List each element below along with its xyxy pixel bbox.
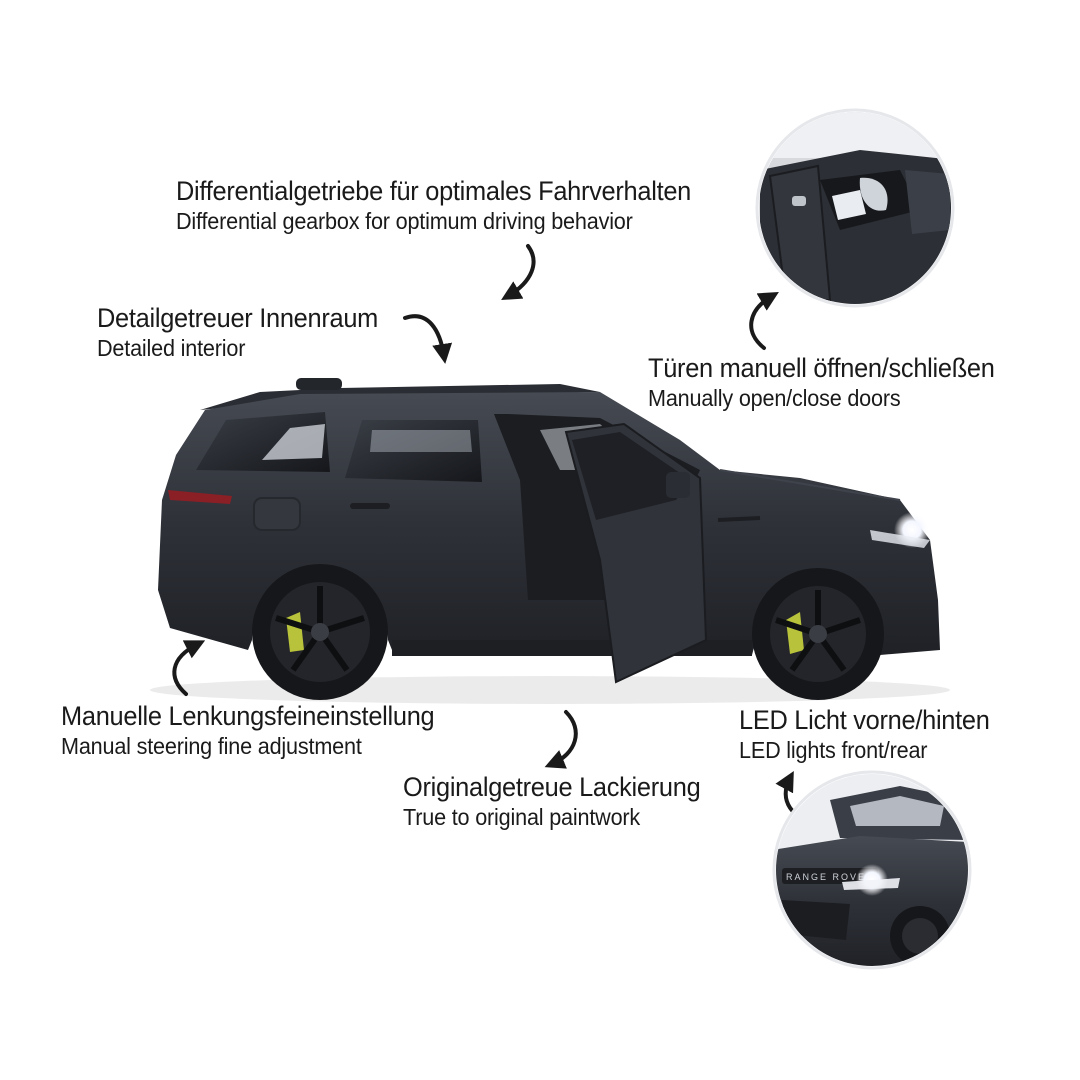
feature-differential: Differentialgetriebe für optimales Fahrv…	[176, 175, 724, 235]
feature-paint: Originalgetreue Lackierung True to origi…	[403, 771, 719, 831]
feature-interior-de: Detailgetreuer Innenraum	[97, 303, 379, 333]
feature-lights-en: LED lights front/rear	[739, 737, 928, 763]
arrow-differential-icon	[501, 244, 536, 301]
feature-steering-en: Manual steering fine adjustment	[61, 733, 362, 759]
inset-light-detail: RANGE ROVER	[772, 770, 972, 970]
feature-doors-en: Manually open/close doors	[648, 385, 901, 411]
feature-steering-de: Manuelle Lenkungsfeineinstellung	[61, 701, 435, 731]
front-wheel	[752, 568, 884, 700]
grille-lettering: RANGE ROVER	[786, 872, 875, 882]
arrow-doors-icon	[749, 291, 779, 350]
inset-door-detail	[755, 108, 955, 308]
feature-steering: Manuelle Lenkungsfeineinstellung Manual …	[61, 700, 458, 760]
feature-paint-de: Originalgetreue Lackierung	[403, 772, 701, 802]
feature-doors-de: Türen manuell öffnen/schließen	[648, 353, 995, 383]
feature-doors: Türen manuell öffnen/schließen Manually …	[648, 352, 1017, 412]
rear-wheel	[252, 564, 388, 700]
car-model	[150, 378, 950, 704]
arrow-interior-icon	[403, 314, 453, 364]
arrow-steering-icon	[172, 640, 206, 696]
feature-interior-en: Detailed interior	[97, 335, 246, 361]
feature-paint-en: True to original paintwork	[403, 804, 641, 830]
feature-differential-en: Differential gearbox for optimum driving…	[176, 208, 633, 234]
feature-lights-de: LED Licht vorne/hinten	[739, 705, 990, 735]
arrow-paint-icon	[544, 710, 578, 769]
feature-lights: LED Licht vorne/hinten LED lights front/…	[739, 704, 1006, 764]
feature-interior: Detailgetreuer Innenraum Detailed interi…	[97, 302, 396, 362]
feature-differential-de: Differentialgetriebe für optimales Fahrv…	[176, 176, 692, 206]
